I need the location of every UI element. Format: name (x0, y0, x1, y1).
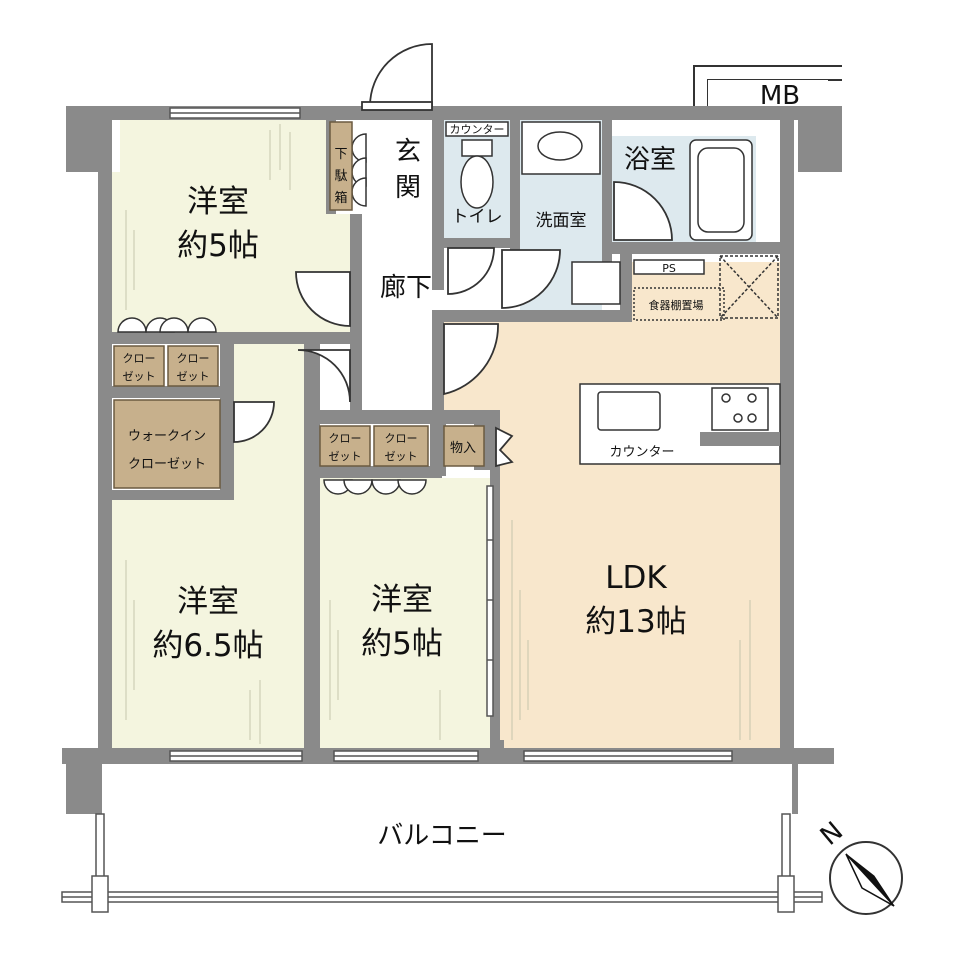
closet-mid-1-line1: クロー (329, 432, 362, 445)
toilet-bowl (460, 155, 494, 209)
stove (711, 387, 769, 431)
walkin-closet (113, 399, 221, 489)
closet-mid-1 (319, 425, 371, 467)
meter-box (693, 65, 842, 106)
dish-shelf-area (633, 287, 725, 321)
hallway-name: 廊下 (380, 273, 432, 303)
storage-label: 物入 (450, 441, 476, 456)
closet-nw-1 (113, 345, 165, 387)
balcony-floor (102, 764, 792, 892)
walkin-door[interactable] (233, 401, 275, 443)
windows (169, 107, 733, 762)
storage-door[interactable] (495, 426, 514, 468)
walkin-line1: ウォークイン (128, 429, 206, 444)
bedroom-nw-name: 洋室 (187, 184, 249, 220)
closet-nw-1-line1: クロー (123, 352, 156, 365)
sliding-partition (486, 485, 494, 717)
entrance-line1: 玄 (395, 137, 421, 167)
closet-nw-2 (167, 345, 219, 387)
closet-nw-2-line2: ゼット (177, 370, 210, 383)
bedroom-sw-name: 洋室 (177, 584, 239, 620)
mb-label: MB (760, 81, 800, 111)
bedroom-sw-size: 約6.5帖 (152, 628, 263, 664)
fixtures (445, 121, 781, 465)
bedroom-mid-name: 洋室 (371, 582, 433, 618)
compass: N (815, 816, 903, 915)
toilet-name: トイレ (452, 207, 503, 227)
closets (113, 121, 485, 489)
shoe-box (329, 121, 353, 211)
ps-label: PS (662, 262, 676, 275)
balcony-name: バルコニー (377, 821, 506, 851)
interior-walls (112, 120, 780, 760)
bathroom-door[interactable] (613, 181, 673, 241)
bedroom-mid-floor (320, 478, 490, 748)
bathroom-name: 浴室 (624, 145, 676, 175)
wash-basin (537, 131, 583, 161)
entrance-line2: 関 (395, 173, 421, 203)
toilet-counter-label: カウンター (450, 123, 505, 136)
kitchen-counter-label: カウンター (609, 445, 674, 460)
walkin-line2: クローゼット (128, 457, 206, 472)
closet-mid-1-line2: ゼット (329, 450, 362, 463)
toilet-door[interactable] (447, 247, 495, 295)
ldk-size: 約13帖 (585, 604, 686, 640)
pipe-space (633, 259, 705, 275)
bedroom-nw-door[interactable] (295, 271, 351, 327)
balcony-railing (61, 813, 823, 913)
compass-north-label: N (815, 816, 849, 851)
kitchen-sink (597, 391, 661, 431)
front-door[interactable] (369, 43, 433, 107)
washroom-name: 洗面室 (536, 211, 587, 231)
closet-nw-2-line1: クロー (177, 352, 210, 365)
storage-box (443, 425, 485, 467)
bedroom-sw-door[interactable] (297, 349, 351, 403)
bedroom-nw-size: 約5帖 (177, 228, 259, 264)
entrance-floor (362, 120, 432, 214)
closet-folding-doors (117, 133, 427, 495)
doors (233, 43, 673, 468)
dish-shelf-label: 食器棚置場 (649, 298, 704, 312)
washroom-door[interactable] (501, 249, 561, 309)
closet-mid-2-line2: ゼット (385, 450, 418, 463)
shoe-box-line2: 駄 (334, 169, 347, 184)
floors (102, 120, 792, 892)
washing-machine-pan (571, 261, 621, 305)
shoe-box-line1: 下 (334, 147, 347, 162)
shoe-box-line3: 箱 (334, 190, 347, 206)
closet-nw-1-line2: ゼット (123, 370, 156, 383)
floor-hatching (125, 124, 751, 744)
closet-mid-2 (373, 425, 429, 467)
bedroom-mid-size: 約5帖 (361, 626, 443, 662)
hallway-floor (362, 214, 432, 410)
ldk-door[interactable] (443, 323, 499, 396)
labels: 洋室 約5帖 洋室 約6.5帖 洋室 約5帖 LDK 約13帖 廊下 玄 関 ト… (123, 81, 801, 851)
ldk-name: LDK (605, 560, 667, 596)
closet-mid-2-line1: クロー (385, 432, 418, 445)
